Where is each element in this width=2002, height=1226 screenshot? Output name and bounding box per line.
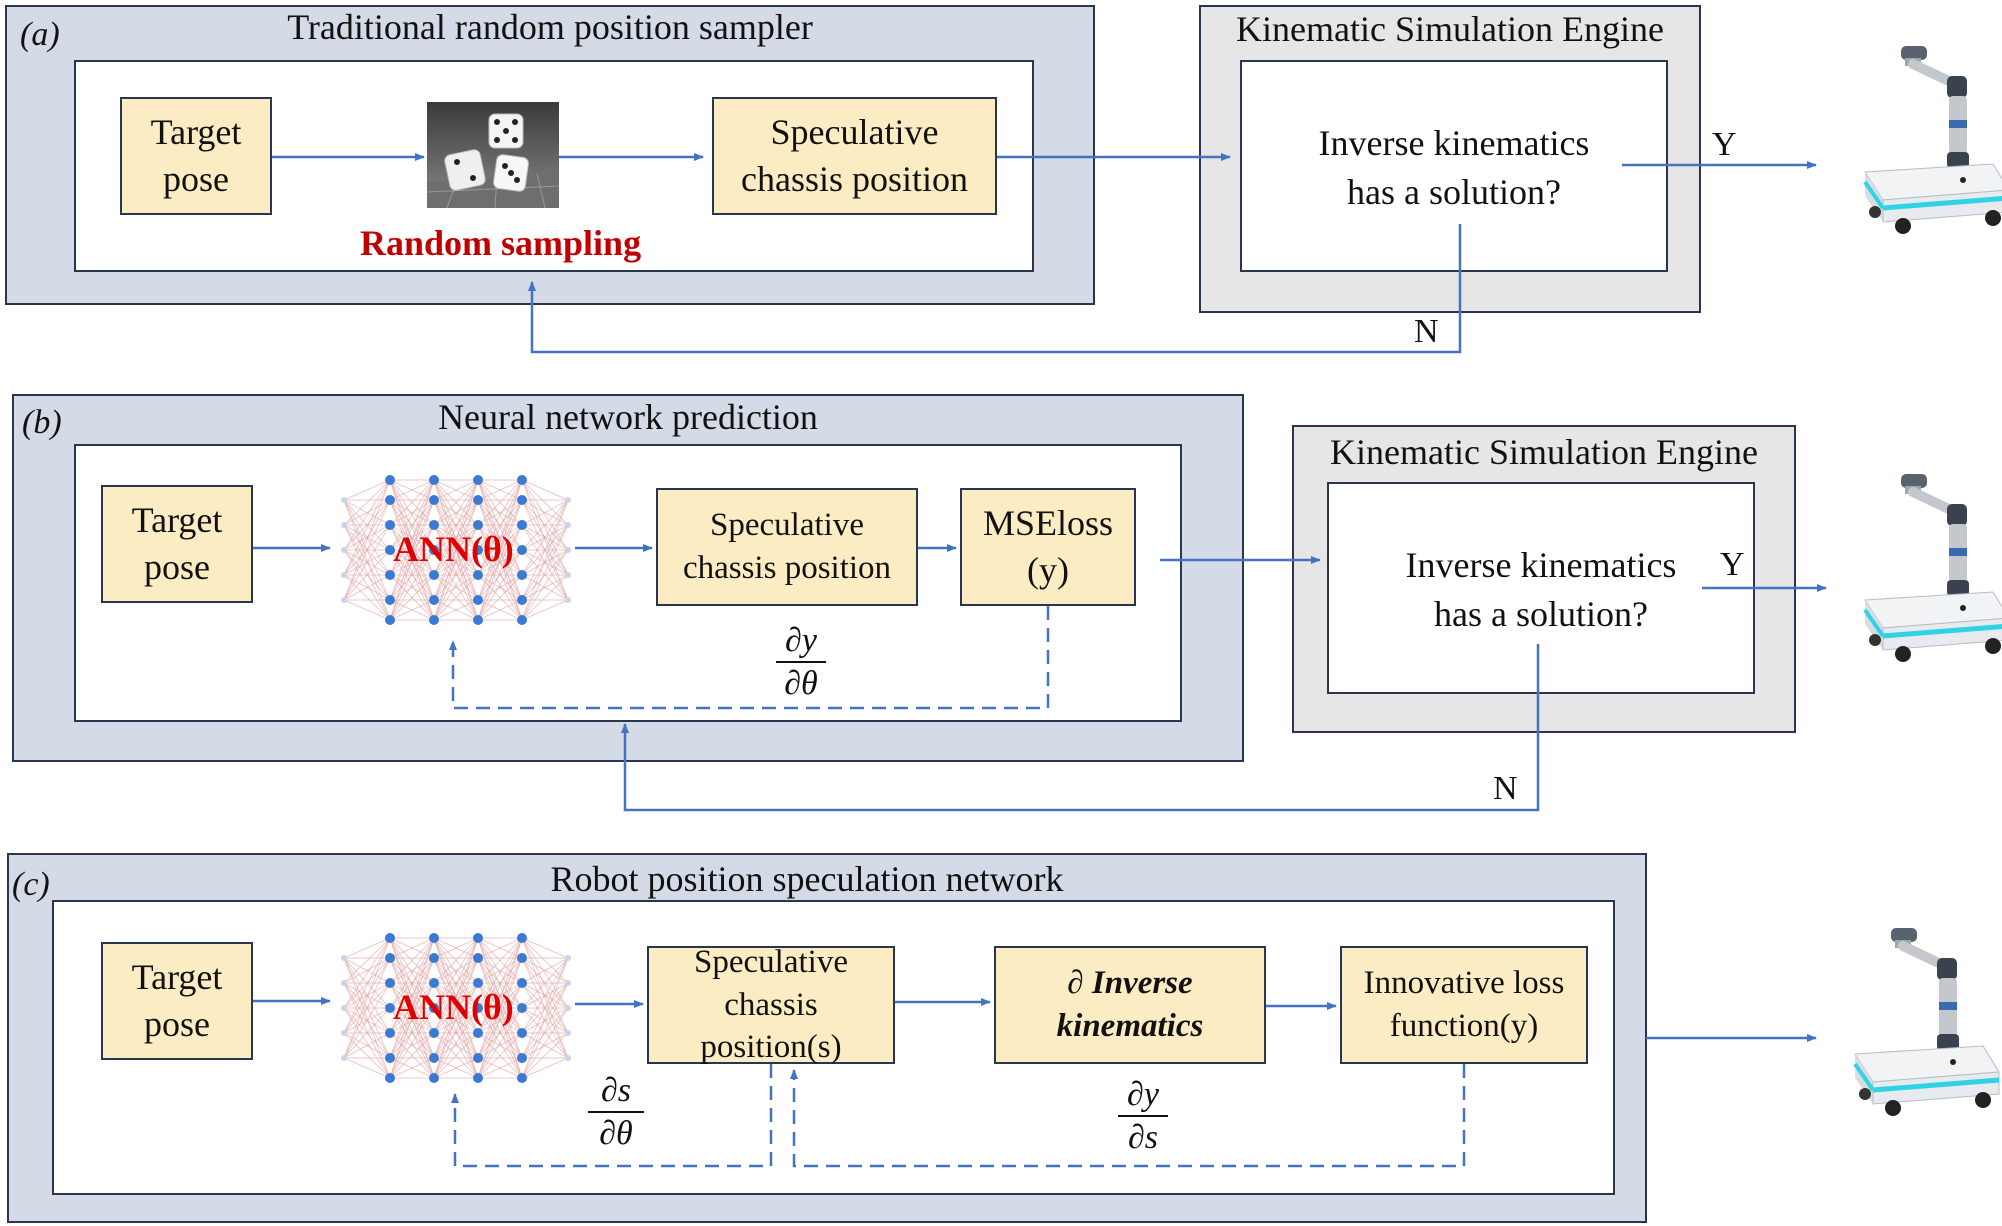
random-sampling-label: Random sampling [360,223,642,263]
panel-a-title: Traditional random position sampler [287,7,813,47]
mobile-robot-icon [1843,40,2002,240]
panel-b-engine-inner [1327,482,1755,694]
neural-network-icon [322,928,590,1088]
panel-b-speculative-position: Speculative chassis position [656,488,918,606]
panel-b-ik-question: Inverse kinematics has a solution? [1405,545,1677,634]
mobile-robot-icon [1843,468,2002,668]
panel-b-engine-title: Kinematic Simulation Engine [1330,432,1758,472]
panel-a-speculative-position: Speculative chassis position [712,97,997,215]
dice-icon [426,102,560,209]
panel-c-title: Robot position speculation network [550,859,1064,899]
panel-c-speculative-position: Speculative chassis position(s) [647,944,895,1065]
panel-c-gradient-2-num: ∂y [1118,1076,1168,1118]
panel-c-ann-label: ANN(θ) [393,987,514,1027]
arrow-c-gradient-s-theta [451,1064,773,1168]
panel-b-yes: Y [1720,546,1745,583]
panel-b-gradient: ∂y ∂θ [776,622,826,703]
panel-c-inverse-kinematics: ∂ Inverse kinematics [994,946,1266,1064]
panel-a-target-pose: Target pose [120,97,272,215]
panel-c-target-pose: Target pose [101,942,253,1060]
arrow-c-gradient-y-s [790,1064,1466,1168]
panel-b-gradient-den: ∂θ [784,665,818,703]
panel-c-innovative-loss: Innovative loss function(y) [1340,946,1588,1064]
panel-b-ann-label: ANN(θ) [393,529,514,569]
arrow-b-gradient-backprop [449,606,1050,710]
panel-c-tag: (c) [12,866,50,903]
mobile-robot-icon [1833,922,2002,1122]
panel-c-gradient-1-num: ∂s [588,1072,644,1114]
panel-a-tag: (a) [20,16,60,53]
panel-b-title: Neural network prediction [438,397,818,437]
panel-b-target-pose: Target pose [101,485,253,603]
arrow-a-no-feedback [528,224,1462,354]
panel-a-yes: Y [1712,126,1737,163]
panel-c-gradient-1-den: ∂θ [599,1115,633,1153]
panel-b-mse-loss: MSEloss (y) [960,488,1136,606]
panel-b-tag: (b) [22,404,62,441]
arrow-b-no-feedback [621,644,1540,812]
neural-network-icon [322,470,590,630]
panel-a-engine-title: Kinematic Simulation Engine [1236,9,1664,49]
panel-b-gradient-num: ∂y [776,622,826,664]
panel-c-gradient-s-theta: ∂s ∂θ [588,1072,644,1153]
panel-a-no: N [1414,313,1439,350]
panel-b-no: N [1493,770,1518,807]
panel-a-ik-question: Inverse kinematics has a solution? [1318,123,1590,212]
panel-a-engine-inner [1240,60,1668,272]
panel-c-gradient-y-s: ∂y ∂s [1118,1076,1168,1157]
panel-c-gradient-2-den: ∂s [1127,1119,1159,1157]
